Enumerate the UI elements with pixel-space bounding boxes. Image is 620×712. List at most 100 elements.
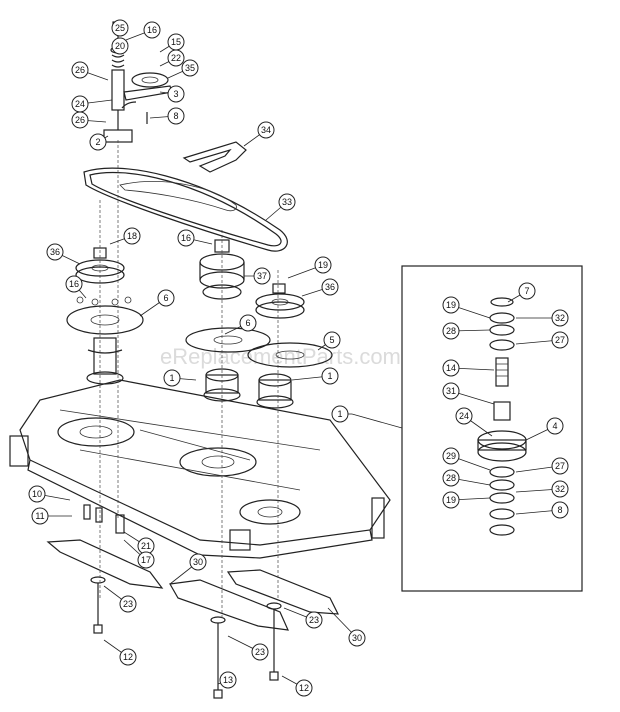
- callout-36: 36: [46, 243, 81, 265]
- callout-number: 12: [299, 683, 309, 693]
- callout-20: 20: [111, 37, 129, 55]
- callout-31: 31: [442, 382, 495, 405]
- callout-19: 19: [442, 491, 491, 509]
- callout-circle: [551, 457, 569, 475]
- callout-26: 26: [71, 61, 109, 81]
- callout-circle: [305, 611, 323, 629]
- callout-number: 13: [223, 675, 233, 685]
- callout-15: 15: [159, 33, 185, 53]
- callout-number: 33: [282, 197, 292, 207]
- callout-5: 5: [317, 331, 341, 351]
- callout-circle: [111, 37, 129, 55]
- callout-6: 6: [139, 289, 175, 317]
- callout-number: 16: [69, 279, 79, 289]
- callout-36: 36: [301, 278, 339, 297]
- callout-number: 30: [193, 557, 203, 567]
- callout-number: 17: [141, 555, 151, 565]
- callout-circle: [546, 417, 564, 435]
- callout-circle: [551, 501, 569, 519]
- callout-circle: [219, 671, 237, 689]
- callout-circle: [442, 447, 460, 465]
- callout-number: 34: [261, 125, 271, 135]
- callout-number: 23: [309, 615, 319, 625]
- right-blade: [226, 569, 340, 615]
- callout-number: 5: [329, 335, 334, 345]
- callout-16: 16: [177, 229, 213, 247]
- callout-number: 10: [32, 489, 42, 499]
- callout-32: 32: [516, 309, 569, 327]
- callout-circle: [253, 267, 271, 285]
- callout-number: 8: [173, 111, 178, 121]
- callout-circle: [143, 21, 161, 39]
- callout-circle: [551, 480, 569, 498]
- callout-circle: [28, 485, 46, 503]
- callout-circle: [321, 367, 339, 385]
- callout-17: 17: [123, 539, 155, 569]
- callout-19: 19: [442, 296, 491, 319]
- callout-33: 33: [265, 193, 296, 221]
- callout-circle: [323, 331, 341, 349]
- callout-number: 18: [127, 231, 137, 241]
- callout-circle: [119, 595, 137, 613]
- callout-18: 18: [109, 227, 141, 245]
- callout-number: 28: [446, 473, 456, 483]
- callout-number: 2: [95, 137, 100, 147]
- callout-circle: [442, 382, 460, 400]
- right-pulley: [255, 283, 305, 319]
- callout-4: 4: [525, 417, 564, 441]
- left-blade: [46, 539, 164, 589]
- callout-circle: [551, 331, 569, 349]
- callout-circle: [181, 59, 199, 77]
- callout-circle: [71, 111, 89, 129]
- callout-23: 23: [283, 607, 323, 629]
- callout-circle: [111, 19, 129, 37]
- callout-number: 14: [446, 363, 456, 373]
- alignment-lines: [99, 140, 279, 620]
- callout-number: 36: [325, 282, 335, 292]
- callout-circle: [442, 296, 460, 314]
- mower-deck: [9, 379, 391, 559]
- right-spindle: [256, 373, 294, 409]
- callout-8: 8: [149, 107, 185, 125]
- callout-14: 14: [442, 359, 495, 377]
- callout-number: 25: [115, 23, 125, 33]
- callout-23: 23: [103, 585, 137, 613]
- left-spindle: [86, 337, 124, 385]
- callout-number: 22: [171, 53, 181, 63]
- callout-circle: [65, 275, 83, 293]
- callout-number: 27: [555, 335, 565, 345]
- center-blade: [169, 579, 289, 631]
- callout-number: 8: [557, 505, 562, 515]
- callout-circle: [163, 369, 181, 387]
- callout-28: 28: [442, 322, 491, 340]
- callout-27: 27: [515, 457, 569, 475]
- callout-circle: [119, 648, 137, 666]
- callout-32: 32: [515, 480, 569, 498]
- callout-number: 19: [446, 300, 456, 310]
- callout-circle: [455, 407, 473, 425]
- callout-number: 23: [123, 599, 133, 609]
- callout-10: 10: [28, 485, 71, 503]
- callout-circle: [551, 309, 569, 327]
- callout-34: 34: [243, 121, 275, 147]
- callout-number: 12: [123, 652, 133, 662]
- callout-11: 11: [31, 507, 72, 525]
- callout-circle: [137, 551, 155, 569]
- callout-circle: [442, 359, 460, 377]
- callout-number: 26: [75, 115, 85, 125]
- callout-30: 30: [327, 607, 366, 647]
- callout-27: 27: [515, 331, 569, 349]
- callout-circle: [89, 133, 107, 151]
- callout-7: 7: [507, 282, 536, 303]
- callout-number: 7: [524, 286, 529, 296]
- callout-circle: [331, 405, 349, 423]
- left-spindle-plate: [66, 296, 144, 335]
- spindle-detail-box: [351, 265, 583, 592]
- callout-13: 13: [217, 671, 237, 689]
- callout-number: 23: [255, 647, 265, 657]
- callout-number: 30: [352, 633, 362, 643]
- callout-19: 19: [287, 256, 332, 279]
- callout-3: 3: [159, 85, 185, 103]
- callout-circle: [123, 227, 141, 245]
